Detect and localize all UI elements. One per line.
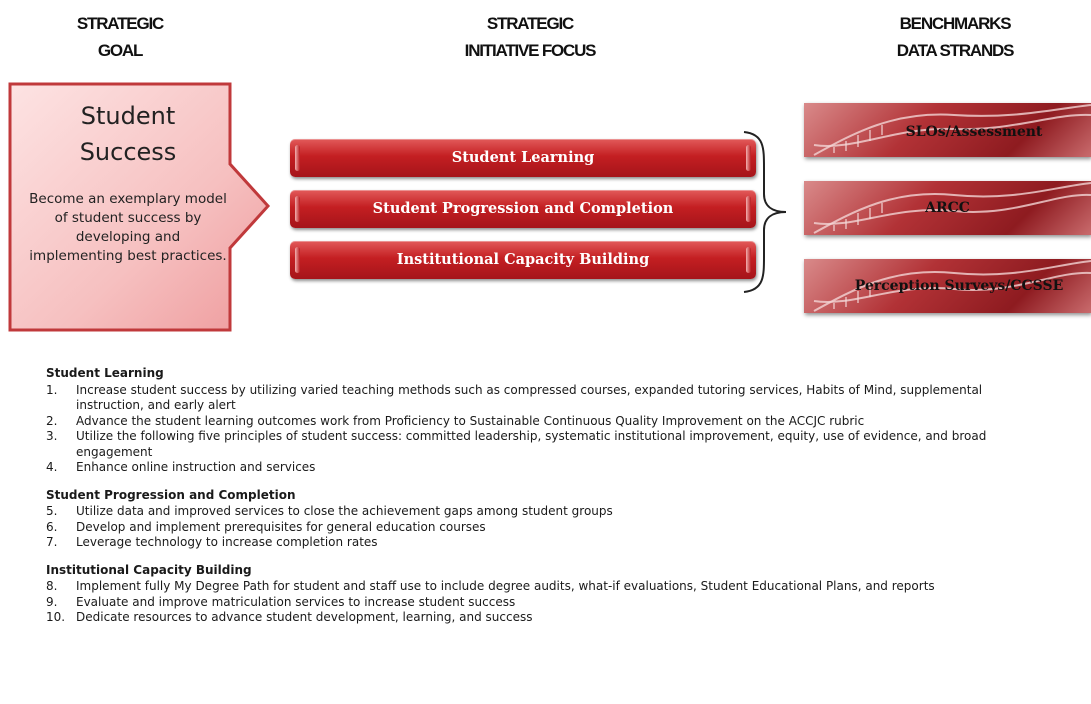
item-number: 3. [46, 429, 58, 443]
goal-arrow-box: Student Success Become an exemplary mode… [8, 82, 272, 334]
initiative-progression-completion: Student Progression and Completion [290, 190, 756, 228]
item-text: Enhance online instruction and services [76, 460, 316, 474]
goal-title-line: Success [79, 138, 177, 166]
item-text: Increase student success by utilizing va… [76, 382, 983, 413]
benchmark-label: ARCC [925, 200, 970, 216]
goal-description: Become an exemplary model of student suc… [29, 191, 227, 264]
section-title: Student Progression and Completion [46, 487, 296, 502]
dna-helix-icon [813, 104, 1091, 156]
initiative-details: Student Learning 1. Increase student succ… [46, 366, 1066, 638]
item-text: Utilize the following five principles of… [76, 429, 987, 459]
item-text: Dedicate resources to advance student de… [76, 610, 533, 624]
goal-title-line: Student [80, 102, 176, 130]
header-strategic-goal: STRATEGIC GOAL [40, 10, 200, 64]
header-line: STRATEGIC [76, 14, 164, 33]
item-number: 1. [46, 382, 58, 397]
section-progression-completion: Student Progression and Completion 5. Uti… [46, 488, 1066, 551]
item-number: 10. [46, 610, 66, 624]
item-text: Leverage technology to increase completi… [76, 535, 378, 549]
item-text: Evaluate and improve matriculation servi… [76, 594, 516, 609]
benchmark-arcc: ARCC [804, 181, 1091, 235]
benchmark-perception-surveys: Perception Surveys/CCSSE [804, 259, 1091, 313]
item-number: 7. [46, 535, 58, 549]
header-line: BENCHMARKS [899, 14, 1012, 33]
header-line: INITIATIVE FOCUS [464, 41, 597, 60]
section-student-learning: Student Learning 1. Increase student succ… [46, 366, 1066, 476]
list-item: 6. Develop and implement prerequisites fo… [46, 520, 1066, 536]
item-number: 5. [46, 504, 58, 518]
item-number: 9. [46, 594, 58, 609]
item-text: Develop and implement prerequisites for … [76, 519, 486, 534]
item-number: 2. [46, 413, 58, 428]
benchmark-label: SLOs/Assessment [905, 124, 1043, 140]
item-number: 8. [46, 579, 58, 593]
list-item: 2. Advance the student learning outcomes … [46, 414, 1066, 430]
section-title: Student Learning [46, 366, 164, 380]
header-line: DATA STRANDS [896, 41, 1015, 60]
dna-helix-icon [813, 182, 1091, 234]
goal-title: Student Success [30, 98, 226, 170]
section-title: Institutional Capacity Building [46, 562, 252, 577]
item-text: Utilize data and improved services to cl… [76, 504, 613, 518]
list-item: 5. Utilize data and improved services to … [46, 504, 1066, 520]
list-item: 9. Evaluate and improve matriculation ser… [46, 595, 1066, 611]
header-line: STRATEGIC [486, 14, 574, 33]
goal-arrow-shape [8, 82, 271, 332]
benchmark-slos-assessment: SLOs/Assessment [804, 103, 1091, 157]
initiative-student-learning: Student Learning [290, 139, 756, 177]
list-item: 3. Utilize the following five principles … [46, 429, 1066, 460]
curly-brace [743, 131, 787, 293]
list-item: 4. Enhance online instruction and service… [46, 460, 1066, 476]
header-initiative-focus: STRATEGIC INITIATIVE FOCUS [430, 10, 630, 64]
item-text: Implement fully My Degree Path for stude… [76, 579, 935, 593]
section-capacity-building: Institutional Capacity Building 8. Implem… [46, 563, 1066, 626]
list-item: 7. Leverage technology to increase comple… [46, 535, 1066, 551]
item-number: 4. [46, 460, 58, 474]
benchmark-label: Perception Surveys/CCSSE [854, 278, 1064, 294]
dna-helix-icon [813, 260, 1091, 312]
item-number: 6. [46, 519, 58, 534]
list-item: 1. Increase student success by utilizing … [46, 383, 1066, 414]
header-line: GOAL [97, 41, 144, 60]
header-benchmarks: BENCHMARKS DATA STRANDS [875, 10, 1035, 64]
item-text: Advance the student learning outcomes wo… [76, 413, 865, 428]
initiative-capacity-building: Institutional Capacity Building [290, 241, 756, 279]
list-item: 8. Implement fully My Degree Path for stu… [46, 579, 1066, 595]
list-item: 10. Dedicate resources to advance student… [46, 610, 1066, 626]
